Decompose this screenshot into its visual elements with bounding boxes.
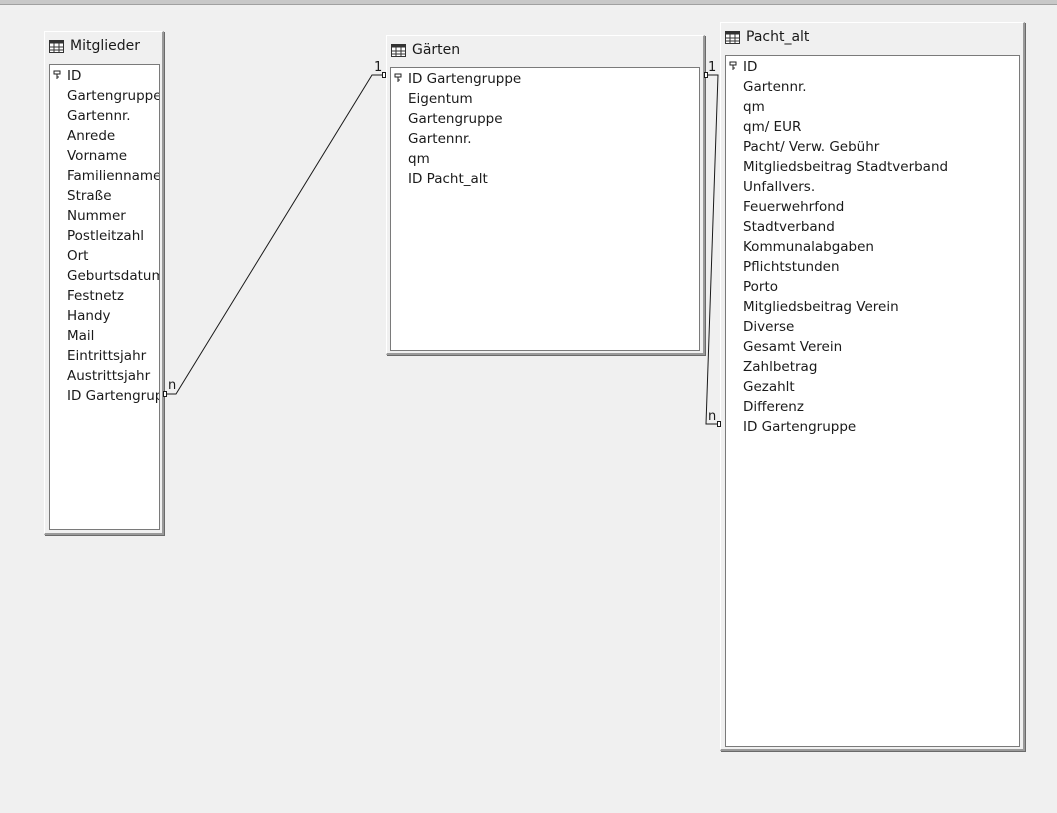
field-item[interactable]: Postleitzahl <box>67 228 145 244</box>
field-item[interactable]: qm/ EUR <box>743 119 802 135</box>
relation-connector <box>163 391 167 397</box>
primary-key-icon <box>53 70 61 79</box>
table-icon <box>391 43 406 57</box>
field-item[interactable]: Festnetz <box>67 288 124 304</box>
field-item[interactable]: ID Gartengruppe <box>743 419 857 435</box>
field-item[interactable]: Familienname <box>67 168 160 184</box>
field-item[interactable]: Gartengruppe <box>67 88 160 104</box>
cardinality-many-label: n <box>708 409 717 424</box>
table-title-bar[interactable]: Mitglieder <box>49 36 140 56</box>
table-icon <box>725 30 740 44</box>
relation-line-gaerten-mitglieder <box>166 74 384 395</box>
field-item[interactable]: Zahlbetrag <box>743 359 818 375</box>
field-item[interactable]: Unfallvers. <box>743 179 816 195</box>
field-item[interactable]: Handy <box>67 308 111 324</box>
field-item[interactable]: Gezahlt <box>743 379 795 395</box>
field-item[interactable]: Diverse <box>743 319 795 335</box>
field-item[interactable]: ID <box>743 59 758 75</box>
primary-key-icon <box>394 73 402 82</box>
field-item[interactable]: Feuerwehrfond <box>743 199 845 215</box>
field-item[interactable]: Gartengruppe <box>408 111 503 127</box>
field-item[interactable]: Anrede <box>67 128 116 144</box>
field-item[interactable]: Kommunalabgaben <box>743 239 874 255</box>
relation-connector <box>382 72 386 78</box>
field-item[interactable]: Mail <box>67 328 95 344</box>
field-item[interactable]: Pflichtstunden <box>743 259 840 275</box>
relation-line-gaerten-pacht <box>705 74 720 425</box>
relation-connector <box>717 421 721 427</box>
field-item[interactable]: Gartennr. <box>743 79 807 95</box>
primary-key-icon <box>729 61 737 70</box>
table-title: Pacht_alt <box>746 29 810 45</box>
field-item[interactable]: qm <box>408 151 430 167</box>
table-title-bar[interactable]: Gärten <box>391 40 460 60</box>
field-item[interactable]: ID Gartengruppe <box>408 71 522 87</box>
cardinality-one-label: 1 <box>374 60 383 75</box>
field-item[interactable]: Eintrittsjahr <box>67 348 147 364</box>
field-item[interactable]: Gartennr. <box>67 108 131 124</box>
table-title: Mitglieder <box>70 38 140 54</box>
field-item[interactable]: Gartennr. <box>408 131 472 147</box>
table-title: Gärten <box>412 42 461 58</box>
canvas-top-border <box>0 0 1057 5</box>
cardinality-one-label: 1 <box>708 60 717 75</box>
field-item[interactable]: ID Gartengruppe <box>67 388 159 404</box>
cardinality-many-label: n <box>168 378 177 393</box>
table-title-bar[interactable]: Pacht_alt <box>725 27 809 47</box>
field-item[interactable]: ID Pacht_alt <box>408 171 488 187</box>
field-item[interactable]: Straße <box>67 188 112 204</box>
field-item[interactable]: Geburtsdatum <box>67 268 160 284</box>
field-item[interactable]: Nummer <box>67 208 126 224</box>
relation-connector <box>704 72 708 78</box>
field-item[interactable]: qm <box>743 99 765 115</box>
field-item[interactable]: Porto <box>743 279 779 295</box>
field-item[interactable]: Eigentum <box>408 91 473 107</box>
field-item[interactable]: Vorname <box>67 148 128 164</box>
field-item[interactable]: ID <box>67 68 82 84</box>
field-item[interactable]: Stadtverband <box>743 219 835 235</box>
table-window-pacht-alt[interactable]: Pacht_alt ID Gartennr. qm qm/ EUR Pacht/ Ver… <box>720 22 1025 751</box>
field-item[interactable]: Differenz <box>743 399 804 415</box>
field-item[interactable]: Mitgliedsbeitrag Verein <box>743 299 899 315</box>
field-item[interactable]: Mitgliedsbeitrag Stadtverband <box>743 159 949 175</box>
field-item[interactable]: Pacht/ Verw. Gebühr <box>743 139 880 155</box>
field-item[interactable]: Ort <box>67 248 89 264</box>
field-item[interactable]: Austrittsjahr <box>67 368 151 384</box>
field-item[interactable]: Gesamt Verein <box>743 339 843 355</box>
table-icon <box>49 39 64 53</box>
